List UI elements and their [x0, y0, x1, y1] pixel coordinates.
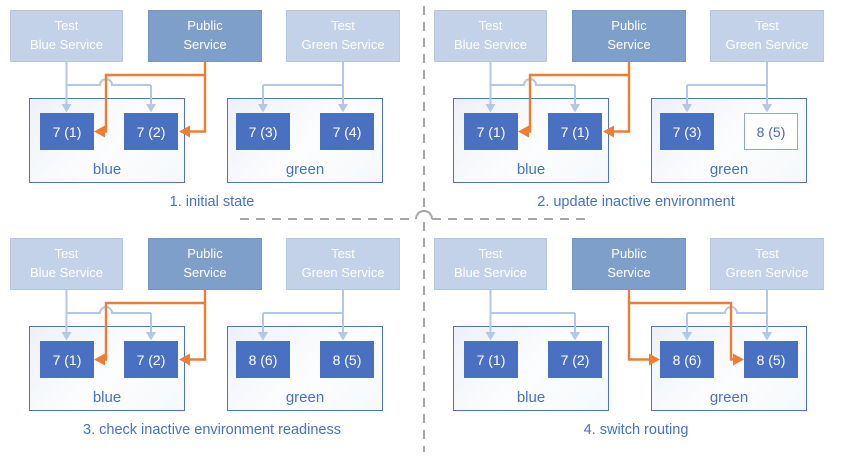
- service-label-line: Service: [607, 37, 651, 52]
- service-label-line: Public: [187, 246, 223, 262]
- pod-green-1: 7 (3): [660, 113, 714, 150]
- pod-blue-2: 7 (2): [124, 341, 178, 378]
- pod-label: 7 (4): [332, 123, 362, 140]
- pod-label: 8 (6): [248, 351, 278, 368]
- quadrant-0: Test Blue Service Public Service Test Gr…: [0, 0, 424, 228]
- service-label-line: Test: [755, 246, 779, 262]
- pod-blue-2: 7 (2): [124, 113, 178, 150]
- service-label-line: Green Service: [725, 37, 809, 52]
- pod-green-2: 8 (5): [744, 113, 798, 150]
- service-label-line: Service: [607, 265, 651, 280]
- pod-blue-1: 7 (1): [464, 341, 518, 378]
- pod-label: 7 (2): [136, 351, 166, 368]
- public-service-box: Public Service: [148, 238, 262, 290]
- quadrant-1: Test Blue Service Public Service Test Gr…: [424, 0, 848, 228]
- test-green-service-box: Test Green Service: [710, 238, 824, 290]
- environment-label: blue: [516, 389, 546, 406]
- service-label-line: Public: [611, 246, 647, 262]
- pod-blue-2: 7 (2): [548, 341, 602, 378]
- environment-label: blue: [92, 389, 122, 406]
- quadrant-caption: 4. switch routing: [583, 422, 689, 438]
- service-label-line: Public: [187, 18, 223, 34]
- service-label-line: Blue Service: [454, 265, 527, 280]
- pod-label: 7 (1): [52, 123, 82, 140]
- environment-label: blue: [516, 161, 546, 178]
- pod-label: 7 (1): [476, 123, 506, 140]
- service-label-line: Test: [755, 18, 779, 34]
- service-label-line: Service: [183, 265, 227, 280]
- quadrant-caption: 2. update inactive environment: [537, 194, 735, 210]
- pod-label: 8 (6): [672, 351, 702, 368]
- service-label-line: Test: [478, 246, 503, 262]
- service-label-line: Test: [331, 18, 355, 34]
- service-label-line: Blue Service: [30, 37, 103, 52]
- test-green-service-box: Test Green Service: [286, 10, 400, 62]
- pod-label: 7 (3): [672, 123, 702, 140]
- service-label-line: Green Service: [301, 37, 385, 52]
- public-service-box: Public Service: [572, 10, 686, 62]
- pod-label: 7 (2): [136, 123, 166, 140]
- pod-label: 7 (1): [52, 351, 82, 368]
- service-label-line: Green Service: [301, 265, 385, 280]
- pod-label: 7 (1): [560, 123, 590, 140]
- service-label-line: Test: [54, 246, 79, 262]
- test-blue-service-box: Test Blue Service: [434, 10, 547, 62]
- pod-label: 7 (3): [248, 123, 278, 140]
- pod-label: 7 (1): [476, 351, 506, 368]
- test-blue-service-box: Test Blue Service: [10, 238, 123, 290]
- pod-label: 8 (5): [332, 351, 362, 368]
- pod-green-2: 8 (5): [320, 341, 374, 378]
- pod-label: 8 (5): [756, 351, 786, 368]
- quadrant-caption: 1. initial state: [169, 194, 255, 210]
- environment-label: green: [709, 389, 749, 406]
- service-label-line: Service: [183, 37, 227, 52]
- pod-green-2: 7 (4): [320, 113, 374, 150]
- quadrant-3: Test Blue Service Public Service Test Gr…: [424, 228, 848, 456]
- service-label-line: Test: [478, 18, 503, 34]
- pod-label: 8 (5): [756, 123, 786, 140]
- public-service-box: Public Service: [148, 10, 262, 62]
- test-green-service-box: Test Green Service: [286, 238, 400, 290]
- environment-label: green: [285, 389, 325, 406]
- quadrant-caption: 3. check inactive environment readiness: [83, 422, 341, 438]
- pod-blue-1: 7 (1): [40, 113, 94, 150]
- pod-green-1: 8 (6): [660, 341, 714, 378]
- pod-blue-2: 7 (1): [548, 113, 602, 150]
- pod-label: 7 (2): [560, 351, 590, 368]
- pod-blue-1: 7 (1): [464, 113, 518, 150]
- quadrant-2: Test Blue Service Public Service Test Gr…: [0, 228, 424, 456]
- environment-label: green: [285, 161, 325, 178]
- test-blue-service-box: Test Blue Service: [10, 10, 123, 62]
- service-label-line: Test: [54, 18, 79, 34]
- public-service-box: Public Service: [572, 238, 686, 290]
- service-label-line: Public: [611, 18, 647, 34]
- environment-label: green: [709, 161, 749, 178]
- service-label-line: Test: [331, 246, 355, 262]
- service-label-line: Blue Service: [30, 265, 103, 280]
- environment-label: blue: [92, 161, 122, 178]
- test-green-service-box: Test Green Service: [710, 10, 824, 62]
- pod-green-2: 8 (5): [744, 341, 798, 378]
- pod-green-1: 8 (6): [236, 341, 290, 378]
- pod-green-1: 7 (3): [236, 113, 290, 150]
- service-label-line: Green Service: [725, 265, 809, 280]
- pod-blue-1: 7 (1): [40, 341, 94, 378]
- service-label-line: Blue Service: [454, 37, 527, 52]
- test-blue-service-box: Test Blue Service: [434, 238, 547, 290]
